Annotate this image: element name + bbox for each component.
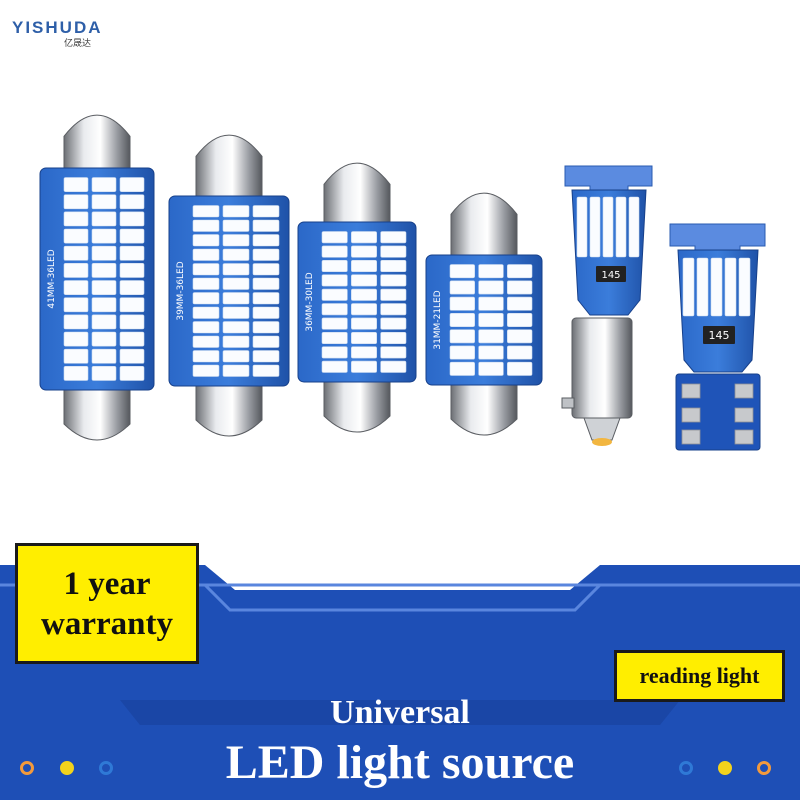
resistor-label: 145: [709, 329, 730, 342]
decor-dot-blue-left: [99, 761, 113, 775]
warranty-badge: 1 year warranty: [15, 543, 199, 664]
decor-dot-orange-right: [757, 761, 771, 775]
decor-dot-yellow-right: [718, 761, 732, 775]
bulb-size-label: 31MM-21LED: [433, 290, 443, 349]
banner-inner: [120, 700, 680, 725]
decor-dot-orange-left: [20, 761, 34, 775]
reading-light-badge: reading light: [614, 650, 785, 702]
headline-universal: Universal: [330, 694, 470, 731]
banner-stripe: [0, 583, 800, 612]
bulb-size-label: 41MM-36LED: [47, 249, 57, 308]
brand-logo: YISHUDA 亿晟达: [12, 18, 103, 49]
festoon-bulb-41mm: 41MM-36LED: [39, 114, 155, 441]
t10-bulb: 145: [669, 223, 766, 451]
warranty-line2: warranty: [41, 605, 173, 642]
decor-dot-blue-right: [679, 761, 693, 775]
logo-subtitle: 亿晟达: [64, 39, 92, 49]
warranty-line1: 1 year: [63, 565, 151, 602]
resistor-label: 145: [601, 270, 620, 281]
logo-wordmark: YISHUDA: [12, 18, 103, 37]
headline-led-light-source: LED light source: [225, 736, 575, 789]
led-bulbs-illustration: 41MM-36LED 39MM-36LED 36MM-30LED 31MM-21LED…: [39, 114, 766, 451]
bulb-size-label: 39MM-36LED: [176, 261, 186, 320]
festoon-bulb-39mm: 39MM-36LED: [168, 134, 290, 437]
banner-shape: [0, 565, 800, 800]
decor-dot-yellow-left: [60, 761, 74, 775]
bulb-size-label: 36MM-30LED: [305, 272, 315, 331]
ba9s-bulb: 145: [561, 165, 653, 446]
festoon-bulb-31mm: 31MM-21LED: [425, 192, 543, 436]
festoon-bulb-36mm: 36MM-30LED: [297, 162, 417, 433]
